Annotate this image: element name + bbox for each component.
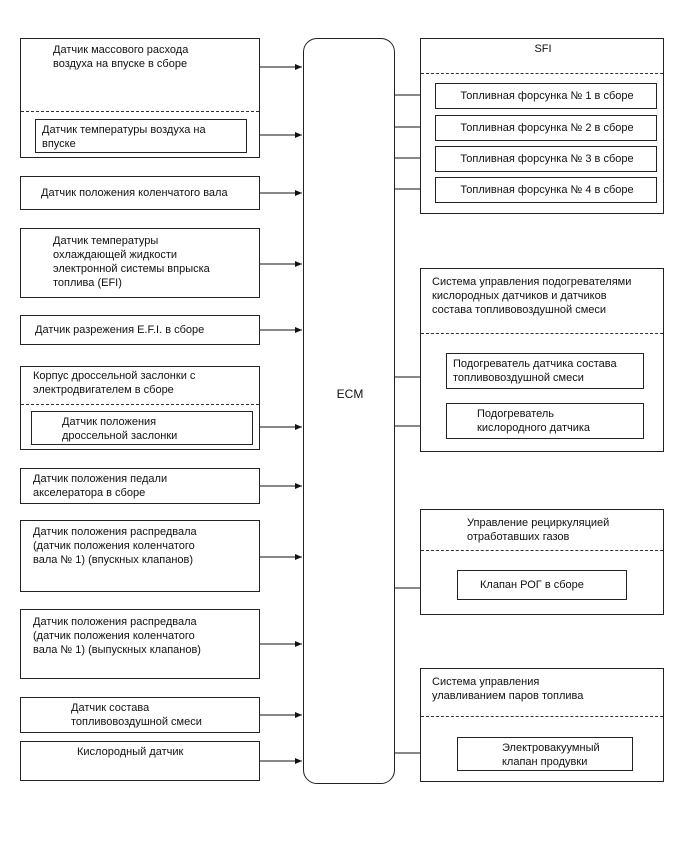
o2-heater-label: Подогреватель кислородного датчика bbox=[477, 408, 591, 434]
app-sensor-label: Датчик положения педали акселератора в с… bbox=[33, 473, 168, 499]
injector-2-label: Топливная форсунка № 2 в сборе bbox=[460, 122, 634, 134]
ckp-sensor-box: Датчик положения коленчатого вала bbox=[20, 176, 260, 210]
ecm-label: ECM bbox=[336, 387, 364, 401]
egr-control-title: Управление рециркуляцией отработавших га… bbox=[467, 517, 610, 543]
ckp-sensor-label: Датчик положения коленчатого вала bbox=[41, 187, 228, 199]
injector-1-label: Топливная форсунка № 1 в сборе bbox=[460, 90, 634, 102]
map-sensor-box: Датчик разрежения E.F.I. в сборе bbox=[20, 315, 260, 345]
ecm-block: ECM bbox=[303, 38, 395, 784]
injector-3-label: Топливная форсунка № 3 в сборе bbox=[460, 153, 634, 165]
egr-control-box: Управление рециркуляцией отработавших га… bbox=[420, 509, 664, 615]
egr-control-divider bbox=[421, 550, 663, 551]
injector-3-box: Топливная форсунка № 3 в сборе bbox=[435, 146, 657, 172]
o2-sensor-box: Кислородный датчик bbox=[20, 741, 260, 781]
injector-2-box: Топливная форсунка № 2 в сборе bbox=[435, 115, 657, 141]
o2-sensor-label: Кислородный датчик bbox=[77, 746, 184, 758]
heater-control-divider bbox=[421, 333, 663, 334]
af-heater-box: Подогреватель датчика состава топливовоз… bbox=[446, 353, 644, 389]
tps-sensor-label: Датчик положения дроссельной заслонки bbox=[62, 416, 178, 442]
af-sensor-label: Датчик состава топливовоздушной смеси bbox=[71, 702, 202, 728]
af-sensor-box: Датчик состава топливовоздушной смеси bbox=[20, 697, 260, 733]
ect-sensor-label: Датчик температуры охлаждающей жидкости … bbox=[53, 235, 210, 289]
heater-control-box: Система управления подогревателями кисло… bbox=[420, 268, 664, 452]
throttle-body-divider bbox=[21, 404, 259, 405]
sfi-divider bbox=[421, 73, 663, 74]
map-sensor-label: Датчик разрежения E.F.I. в сборе bbox=[35, 324, 205, 336]
cmp-intake-sensor-box: Датчик положения распредвала (датчик пол… bbox=[20, 520, 260, 592]
cmp-exhaust-sensor-label: Датчик положения распредвала (датчик пол… bbox=[33, 616, 201, 656]
evap-control-title: Система управления улавливанием паров то… bbox=[432, 676, 584, 702]
evap-vsv-box: Электровакуумный клапан продувки bbox=[457, 737, 633, 771]
injector-4-label: Топливная форсунка № 4 в сборе bbox=[460, 184, 634, 196]
evap-control-divider bbox=[421, 716, 663, 717]
iat-sensor-box: Датчик температуры воздуха на впуске bbox=[35, 119, 247, 153]
maf-divider bbox=[21, 111, 259, 112]
egr-valve-label: Клапан РОГ в сборе bbox=[480, 579, 584, 591]
evap-control-box: Система управления улавливанием паров то… bbox=[420, 668, 664, 782]
sfi-group-box: SFI Топливная форсунка № 1 в сборе Топли… bbox=[420, 38, 664, 214]
maf-sensor-label: Датчик массового расхода воздуха на впус… bbox=[53, 44, 189, 70]
ect-sensor-box: Датчик температуры охлаждающей жидкости … bbox=[20, 228, 260, 298]
cmp-intake-sensor-label: Датчик положения распредвала (датчик пол… bbox=[33, 526, 197, 566]
injector-1-box: Топливная форсунка № 1 в сборе bbox=[435, 83, 657, 109]
injector-4-box: Топливная форсунка № 4 в сборе bbox=[435, 177, 657, 203]
iat-sensor-label: Датчик температуры воздуха на впуске bbox=[42, 124, 206, 150]
sfi-title: SFI bbox=[534, 43, 552, 55]
throttle-body-label: Корпус дроссельной заслонки с электродви… bbox=[33, 370, 196, 396]
heater-control-title: Система управления подогревателями кисло… bbox=[432, 276, 632, 316]
egr-valve-box: Клапан РОГ в сборе bbox=[457, 570, 627, 600]
cmp-exhaust-sensor-box: Датчик положения распредвала (датчик пол… bbox=[20, 609, 260, 679]
af-heater-label: Подогреватель датчика состава топливовоз… bbox=[453, 358, 617, 384]
tps-sensor-box: Датчик положения дроссельной заслонки bbox=[31, 411, 253, 445]
maf-sensor-box: Датчик массового расхода воздуха на впус… bbox=[20, 38, 260, 158]
app-sensor-box: Датчик положения педали акселератора в с… bbox=[20, 468, 260, 504]
evap-vsv-label: Электровакуумный клапан продувки bbox=[502, 742, 600, 768]
throttle-body-box: Корпус дроссельной заслонки с электродви… bbox=[20, 366, 260, 450]
o2-heater-box: Подогреватель кислородного датчика bbox=[446, 403, 644, 439]
